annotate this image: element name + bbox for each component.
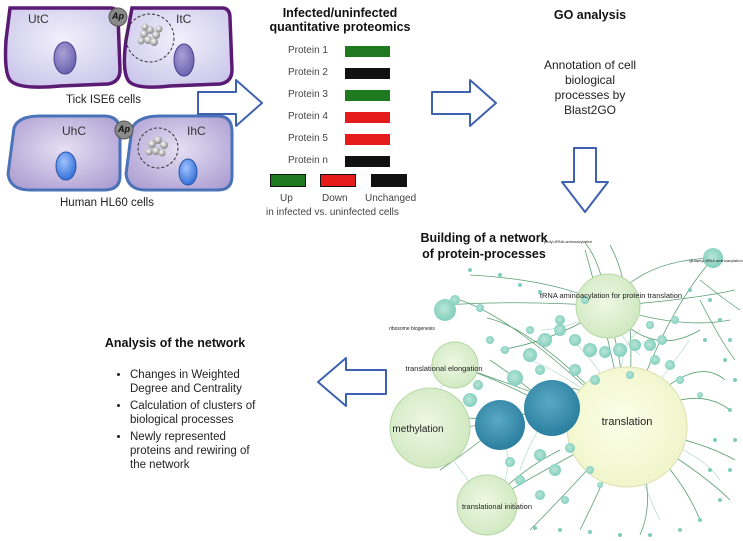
go-line: processes by	[554, 88, 626, 102]
protein-label: Protein 2	[287, 67, 328, 78]
legend-label-unchanged: Unchanged	[365, 193, 417, 204]
node-label-elongation: translational elongation	[405, 364, 482, 373]
node-label-initiation: translational initiation	[462, 502, 532, 511]
human-infected-label: IhC	[187, 124, 206, 138]
protein-process-network: translation methylation tRNA aminoacylat…	[389, 239, 743, 537]
protein-bar	[345, 46, 390, 57]
go-line: Blast2GO	[563, 103, 617, 117]
bullet-line: Calculation of clusters of	[130, 400, 256, 412]
human-uninfected-label: UhC	[62, 124, 87, 138]
arrow-right-icon	[197, 79, 263, 127]
protein-bar	[345, 134, 390, 145]
human-pathogen-label: Ap	[118, 124, 130, 134]
protein-label: Protein n	[287, 155, 328, 166]
analysis-title: Analysis of the network	[104, 336, 246, 350]
protein-label: Protein 4	[287, 111, 328, 122]
protein-label: Protein 3	[287, 89, 328, 100]
go-line: Annotation of cell	[543, 58, 637, 72]
arrow-left-icon	[317, 357, 387, 407]
bullet-line: Degree and Centrality	[130, 383, 242, 395]
tick-cells-caption: Tick ISE6 cells	[66, 94, 141, 106]
network-title: Building of a network of protein-process…	[404, 230, 564, 262]
analysis-list: Changes in Weighted Degree and Centralit…	[112, 368, 312, 475]
pathogen-badge-icon	[108, 7, 128, 27]
tick-pathogen-label: Ap	[112, 11, 124, 21]
analysis-bullet: Newly represented proteins and rewiring …	[130, 430, 312, 472]
proteomics-title-line1: Infected/uninfected	[282, 6, 398, 20]
proteomics-title: Infected/uninfected quantitative proteom…	[250, 6, 430, 34]
node-label-trna: tRNA aminoacylation for protein translat…	[540, 291, 682, 300]
network-title-line2: of protein-processes	[422, 247, 546, 261]
go-description: Annotation of cell biological processes …	[520, 58, 660, 118]
pathogen-badge-icon	[114, 120, 134, 140]
go-line: biological	[564, 73, 616, 87]
human-uninfected-cell	[6, 114, 122, 192]
protein-bar	[345, 68, 390, 79]
legend-swatch-up	[270, 174, 306, 187]
bullet-line: Changes in Weighted	[130, 369, 240, 381]
tick-uninfected-label: UtC	[28, 12, 49, 26]
arrow-right-icon	[431, 79, 497, 127]
bullet-line: biological processes	[130, 414, 234, 426]
legend-caption: in infected vs. uninfected cells	[266, 207, 399, 218]
bullet-line: proteins and rewiring of	[130, 445, 250, 457]
legend-swatch-unchanged	[371, 174, 407, 187]
protein-label: Protein 5	[287, 133, 328, 144]
legend-label-up: Up	[280, 193, 293, 204]
node-label-prolyl: prolyl-tRNA aminoacylation	[544, 239, 592, 244]
network-title-line1: Building of a network	[420, 231, 548, 245]
protein-bar	[345, 90, 390, 101]
legend-label-down: Down	[322, 193, 348, 204]
tick-infected-label: ItC	[176, 12, 192, 26]
proteomics-title-line2: quantitative proteomics	[269, 20, 411, 34]
human-cells-caption: Human HL60 cells	[60, 197, 154, 209]
protein-label: Protein 1	[287, 45, 328, 56]
analysis-bullet: Changes in Weighted Degree and Centralit…	[130, 368, 312, 396]
arrow-down-icon	[561, 147, 609, 213]
tick-infected-cell	[108, 6, 234, 89]
node-label-ribosome: ribosome biogenesis	[389, 326, 435, 332]
human-infected-cell	[114, 114, 234, 192]
node-label-glutamyl: glutamyl-tRNA aminoacylation	[689, 258, 742, 263]
go-title: GO analysis	[553, 8, 627, 22]
node-label-methylation: methylation	[392, 424, 443, 435]
bullet-line: the network	[130, 459, 190, 471]
protein-bar	[345, 156, 390, 167]
node-label-translation: translation	[602, 416, 653, 428]
legend-swatch-down	[320, 174, 356, 187]
bullet-line: Newly represented	[130, 431, 226, 443]
bacteria-cluster	[137, 23, 163, 46]
tick-uninfected-cell	[3, 6, 122, 89]
bacteria-cluster	[145, 136, 168, 157]
analysis-bullet: Calculation of clusters of biological pr…	[130, 399, 312, 427]
protein-bar	[345, 112, 390, 123]
